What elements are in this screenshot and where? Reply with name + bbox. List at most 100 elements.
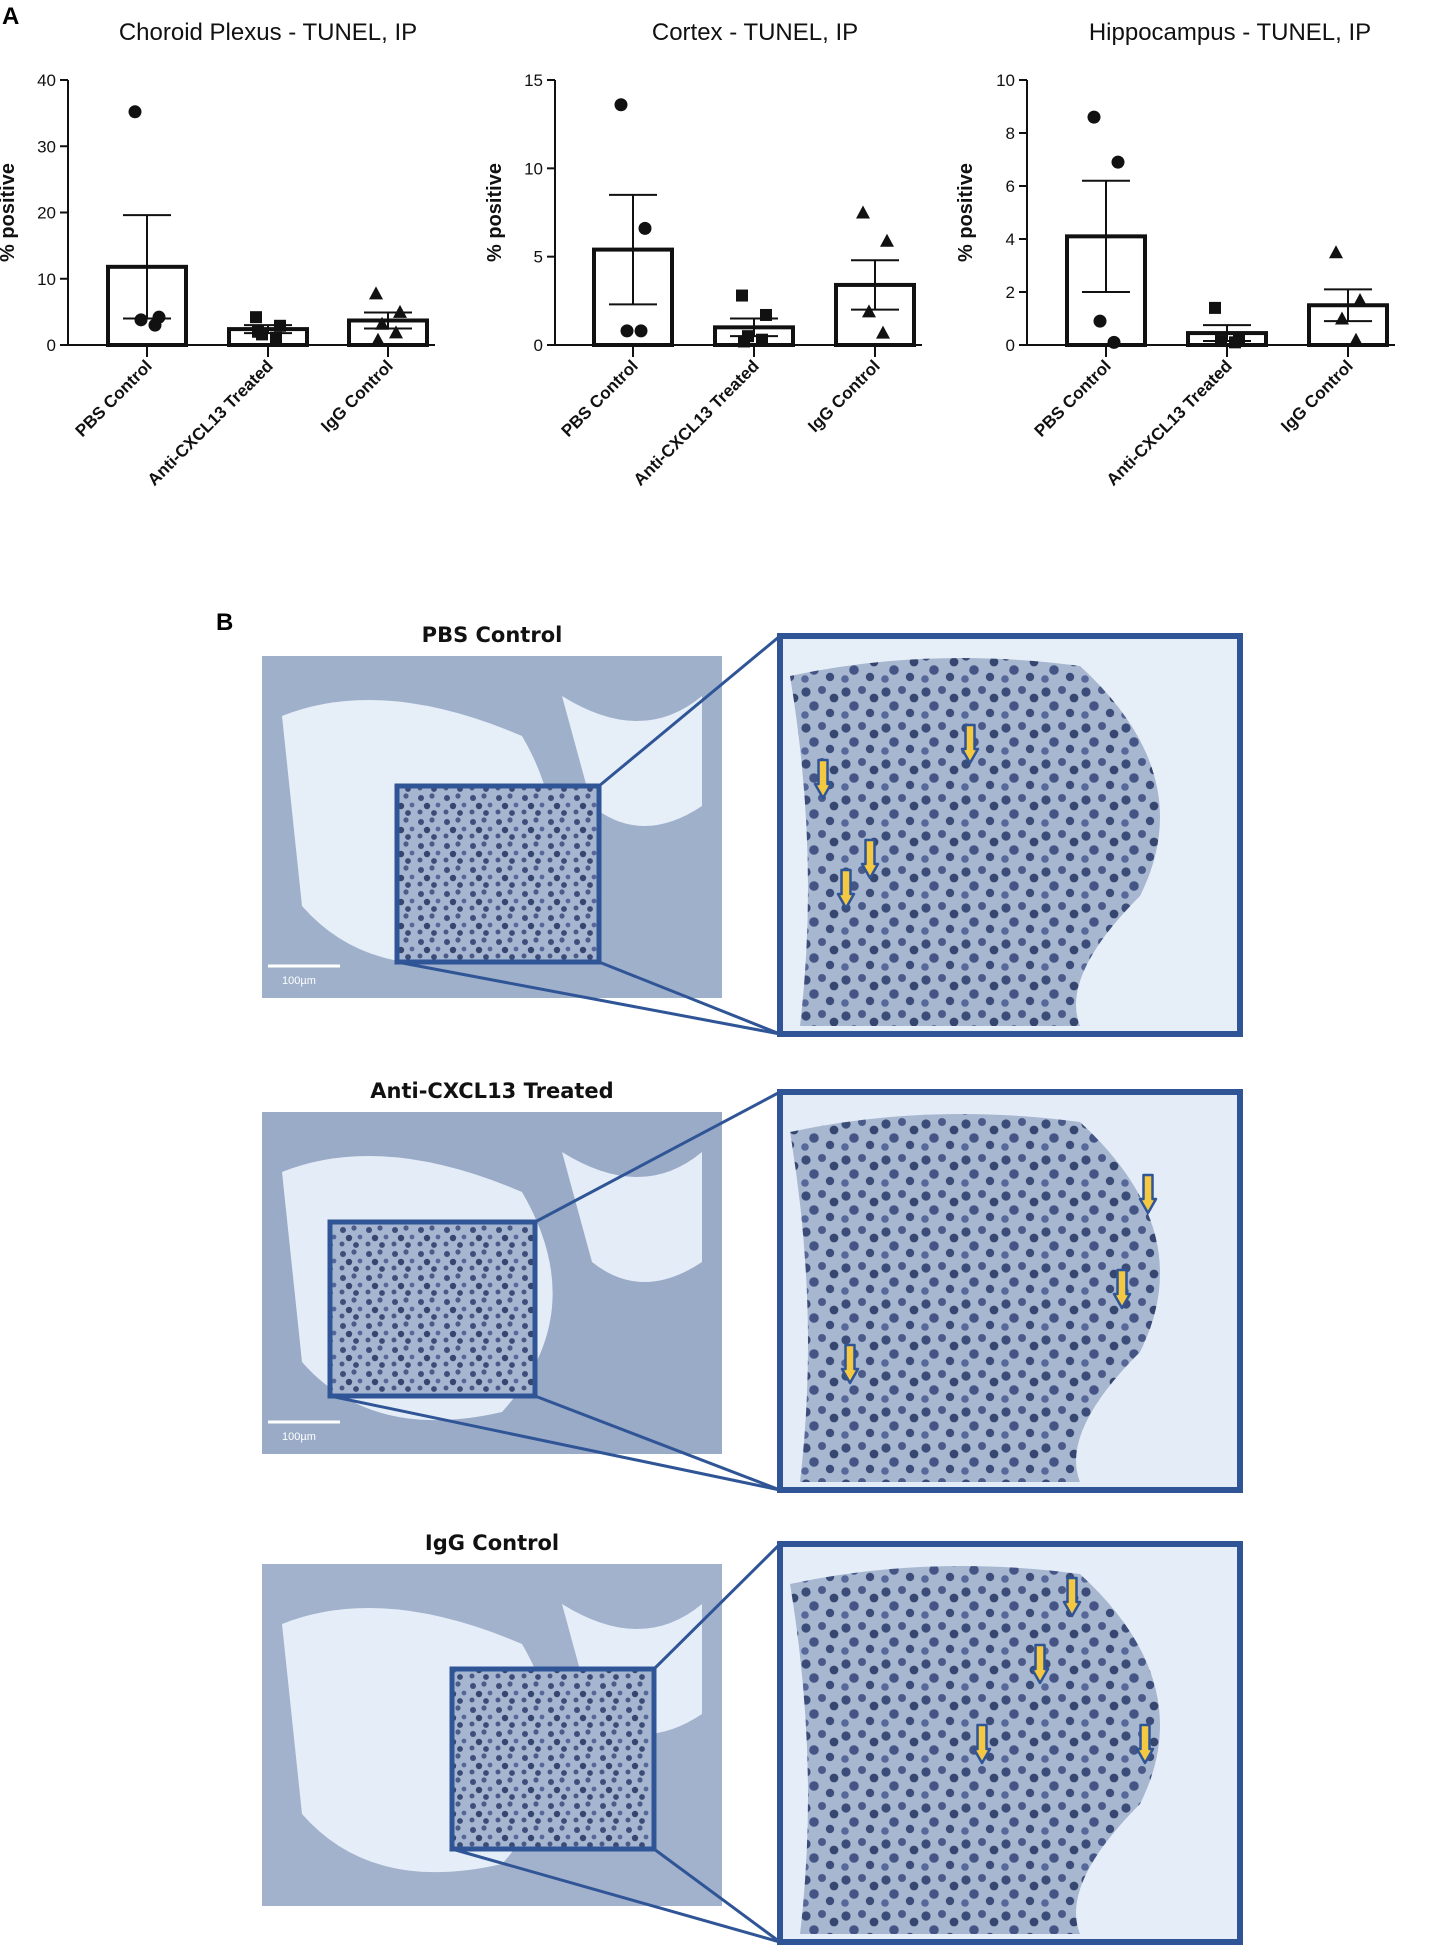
micrograph-title: IgG Control: [425, 1531, 559, 1555]
y-tick-label: 40: [37, 71, 56, 90]
data-point: [634, 324, 648, 338]
charts-layer: Choroid Plexus - TUNEL, IP % positive 0 10 2…: [0, 19, 1395, 489]
y-tick-label: 20: [37, 204, 56, 223]
y-tick-label: 10: [524, 159, 543, 178]
connector-line: [652, 1542, 782, 1671]
data-point: [1209, 301, 1221, 314]
chart-title: Cortex - TUNEL, IP: [652, 19, 858, 46]
data-point: [760, 308, 772, 321]
data-point: [876, 325, 890, 339]
x-tick-label: IgG Control: [317, 356, 397, 436]
data-point: [1335, 311, 1349, 325]
y-tick-label: 2: [1006, 283, 1015, 302]
scale-bar-label: 100µm: [282, 975, 316, 987]
micrograph-title: PBS Control: [422, 623, 563, 647]
x-tick-label: PBS Control: [1031, 356, 1115, 440]
data-point: [1229, 336, 1241, 349]
data-point: [862, 304, 876, 318]
x-tick-label: IgG Control: [1277, 356, 1357, 436]
data-point: [369, 286, 383, 300]
arrow-marker: [813, 758, 833, 800]
y-tick-label: 8: [1006, 124, 1015, 143]
data-point: [620, 324, 634, 338]
data-point: [128, 105, 142, 119]
y-axis-label: % positive: [484, 163, 506, 262]
data-point: [375, 316, 389, 330]
data-point: [252, 325, 264, 338]
y-axis-label: % positive: [955, 163, 977, 262]
arrow-marker: [1030, 1643, 1050, 1685]
micrograph-row-3: IgG Control: [262, 1531, 1243, 1945]
y-tick-label: 4: [1006, 230, 1015, 249]
y-tick-label: 0: [1006, 336, 1015, 355]
micrograph-row-1: PBS Control 100µm: [262, 623, 1243, 1037]
y-tick-label: 0: [47, 336, 56, 355]
data-point: [1111, 155, 1125, 169]
choroid-plexus-tissue: [452, 1669, 654, 1849]
micrograph-title: Anti-CXCL13 Treated: [370, 1079, 613, 1103]
data-point: [148, 318, 162, 332]
y-tick-label: 6: [1006, 177, 1015, 196]
magnified-frame: [777, 633, 1243, 1037]
data-point: [736, 289, 748, 302]
arrow-marker: [960, 723, 980, 765]
arrow-marker: [860, 838, 880, 880]
data-point: [274, 319, 286, 332]
x-tick-label: IgG Control: [804, 356, 884, 436]
arrow-marker: [972, 1723, 992, 1765]
data-point: [270, 331, 282, 344]
connector-line: [598, 634, 781, 788]
data-point: [1353, 292, 1367, 306]
y-tick-label: 10: [37, 270, 56, 289]
x-tick-label: Anti-CXCL13 Treated: [630, 356, 763, 489]
data-point: [614, 98, 628, 112]
connector-line: [598, 960, 781, 1036]
data-point: [1093, 314, 1107, 328]
data-point: [756, 333, 768, 346]
connector-line: [396, 960, 781, 1036]
micrograph-row-2: Anti-CXCL13 Treated 100µm: [262, 1079, 1243, 1493]
inset-box: [327, 1219, 538, 1399]
x-tick-label: PBS Control: [558, 356, 642, 440]
data-point: [371, 332, 385, 346]
y-tick-label: 15: [524, 71, 543, 90]
data-point: [1329, 245, 1343, 259]
inset-box: [394, 783, 602, 965]
choroid-plexus-tissue: [397, 786, 599, 962]
arrow-marker: [1062, 1576, 1082, 1618]
x-tick-label: Anti-CXCL13 Treated: [1103, 356, 1236, 489]
connector-line: [534, 1394, 781, 1492]
data-point: [250, 311, 262, 324]
y-tick-label: 10: [996, 71, 1015, 90]
data-point: [638, 221, 652, 235]
chart-title: Choroid Plexus - TUNEL, IP: [119, 19, 417, 46]
data-point: [880, 233, 894, 247]
arrow-marker: [1138, 1173, 1158, 1215]
chart-3: Hippocampus - TUNEL, IP % positive 0 2 4 6 8 10…: [955, 19, 1395, 489]
arrow-marker: [836, 868, 856, 910]
y-tick-label: 5: [534, 248, 543, 267]
choroid-plexus-tissue: [330, 1222, 535, 1396]
data-point: [393, 304, 407, 318]
arrow-marker: [1135, 1723, 1155, 1765]
y-tick-label: 30: [37, 137, 56, 156]
ventricle-space: [562, 1152, 702, 1282]
connector-line: [329, 1394, 781, 1492]
data-point: [389, 325, 403, 339]
x-tick-label: Anti-CXCL13 Treated: [144, 356, 277, 489]
choroid-plexus-tissue-magnified: [790, 1114, 1160, 1482]
chart-title: Hippocampus - TUNEL, IP: [1089, 19, 1371, 46]
panel-label-a: A: [2, 3, 19, 30]
data-point: [134, 313, 148, 327]
chart-1: Choroid Plexus - TUNEL, IP% positive0102…: [0, 19, 435, 489]
data-point: [1107, 335, 1121, 349]
connector-line: [451, 1847, 781, 1944]
scale-bar-label: 100µm: [282, 1431, 316, 1443]
x-tick-label: PBS Control: [72, 356, 156, 440]
inset-box: [449, 1666, 657, 1852]
magnified-frame: [777, 1541, 1243, 1945]
y-tick-label: 0: [534, 336, 543, 355]
data-point: [856, 205, 870, 219]
